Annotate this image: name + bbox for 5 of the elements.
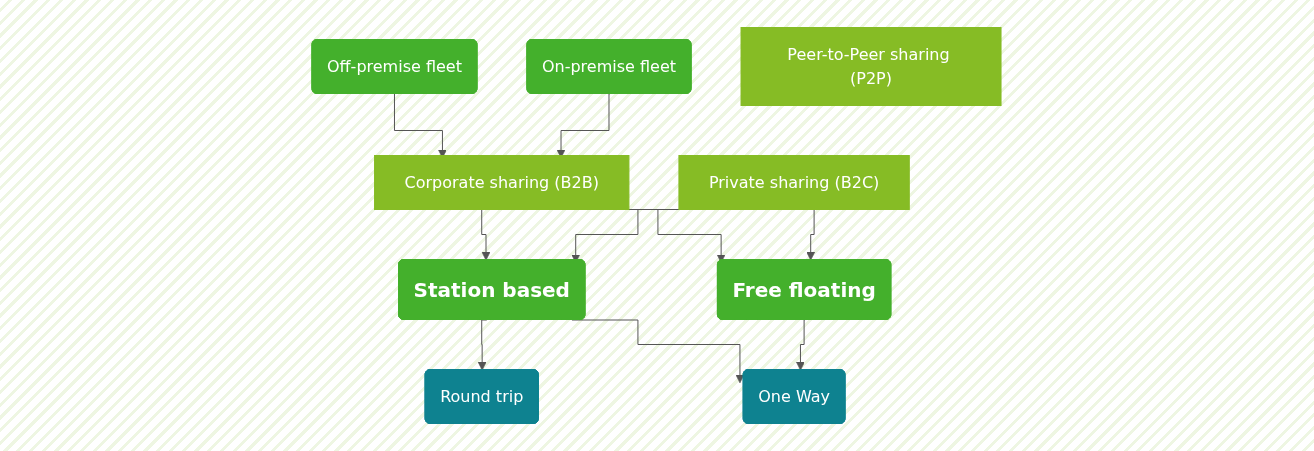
- node-box: Private sharing (B2C): [678, 155, 911, 210]
- node-box: Peer-to-Peer sharing (P2P): [741, 27, 1002, 106]
- node-box: Corporate sharing (B2B): [374, 155, 630, 210]
- arrow: [796, 319, 806, 371]
- arrow: [478, 319, 488, 371]
